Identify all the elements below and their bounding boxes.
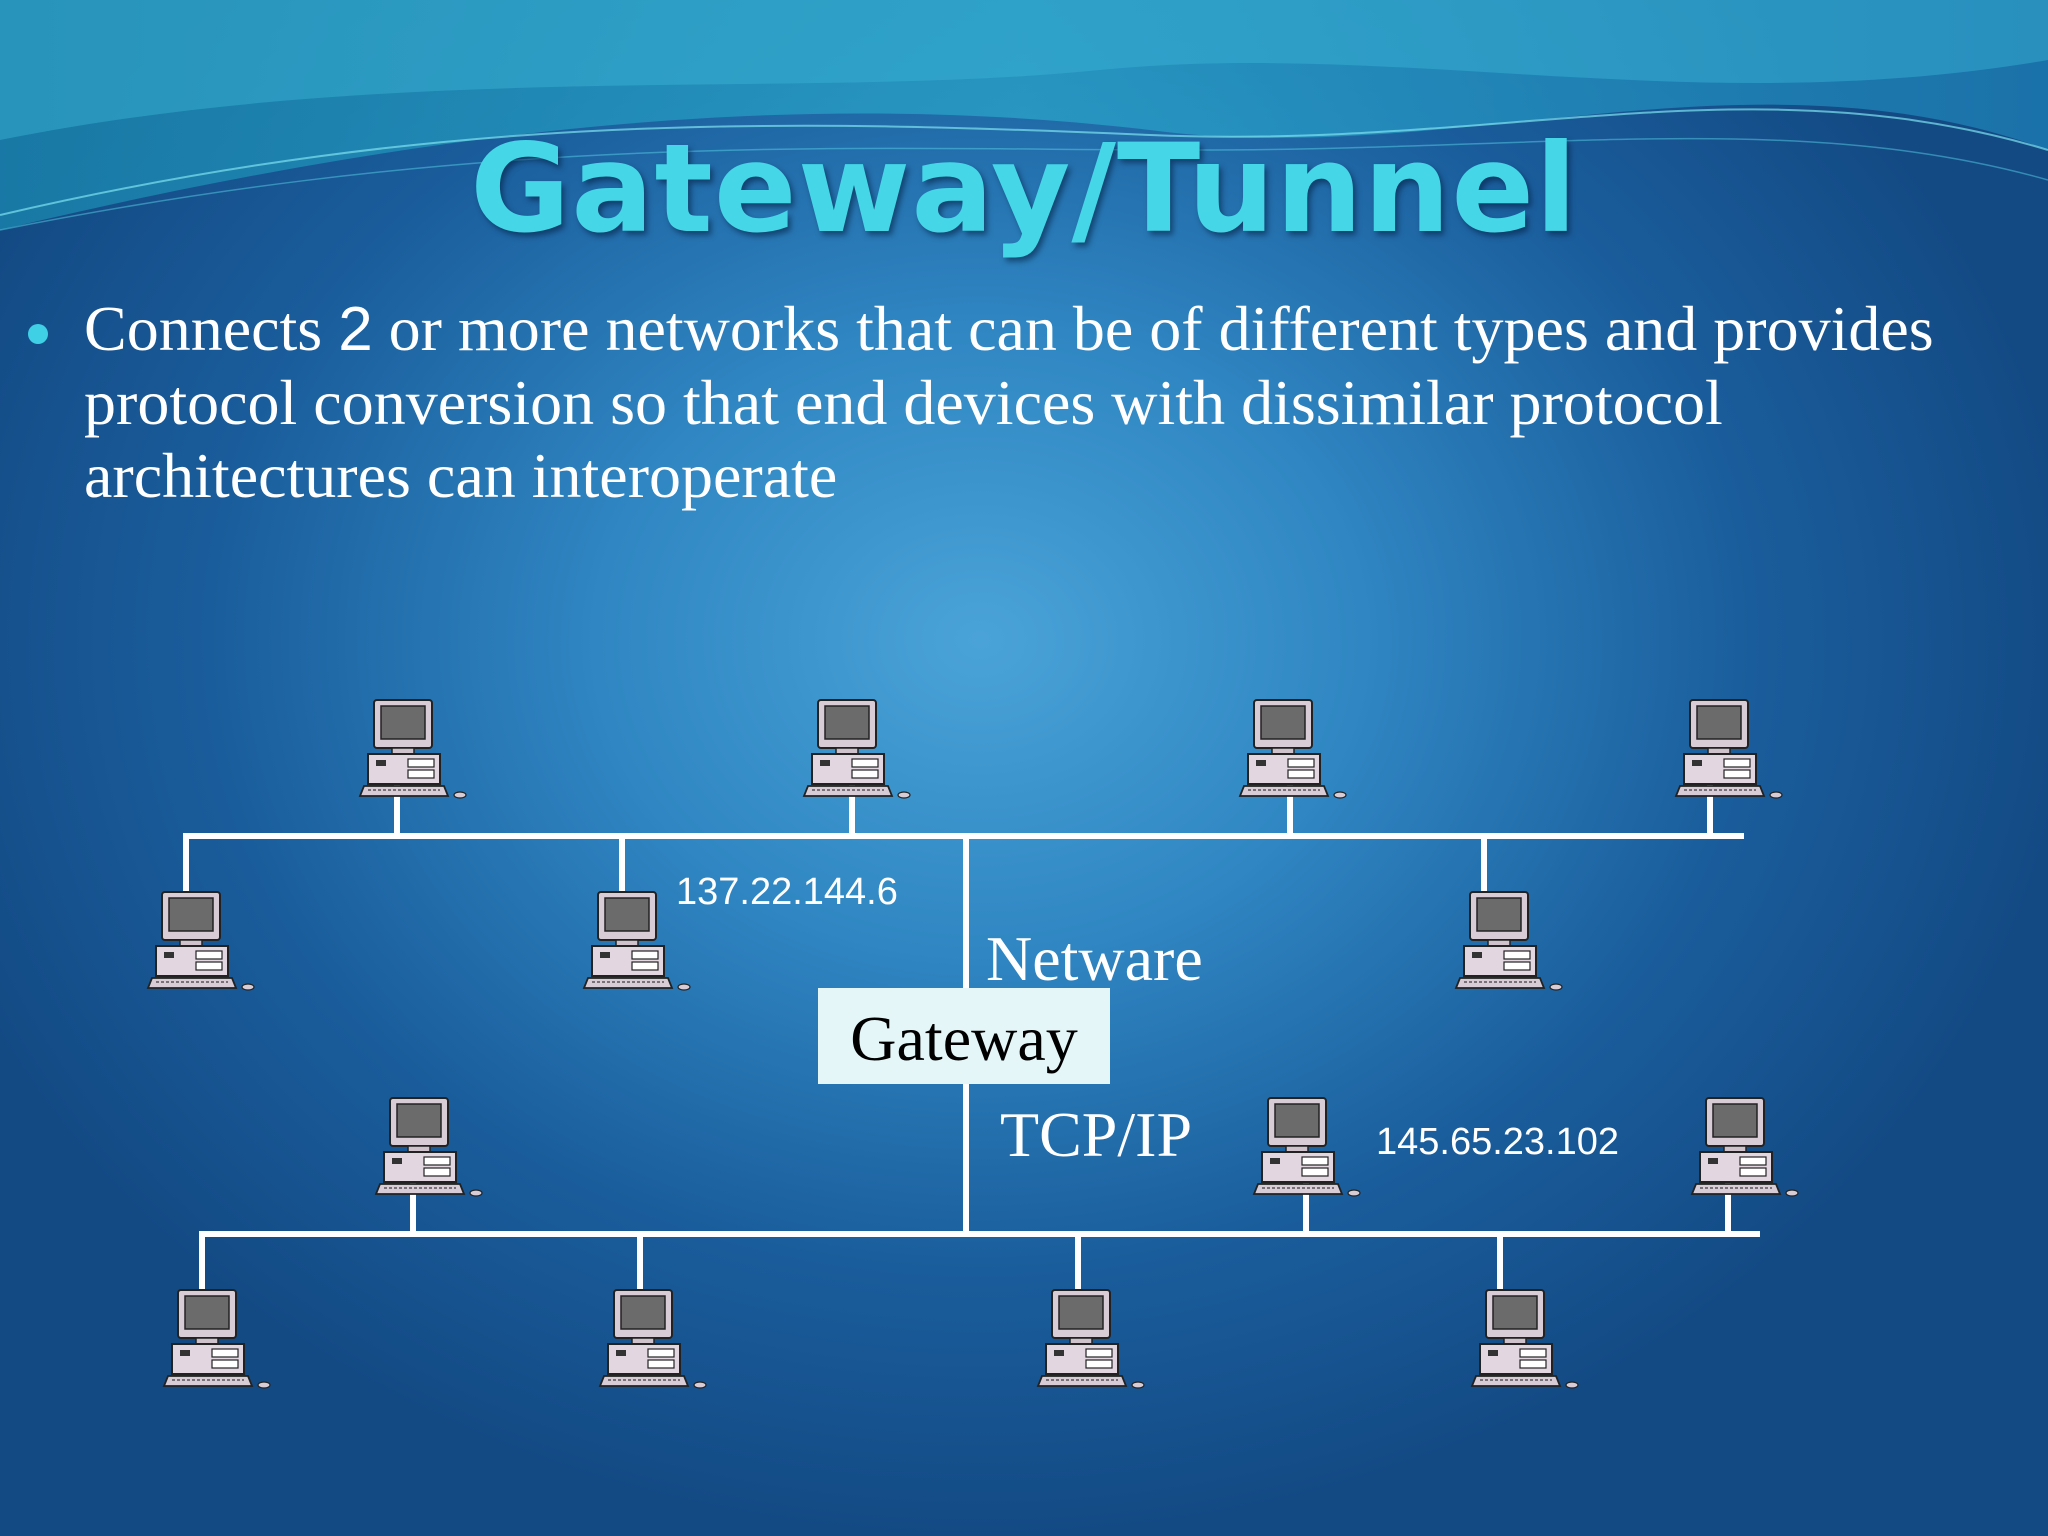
- desktop-computer-icon: [147, 891, 255, 991]
- netware-label: Netware: [986, 923, 1203, 994]
- desktop-computer-icon: [803, 699, 911, 799]
- desktop-computer-icon: [1253, 1097, 1361, 1197]
- netware-ip-label: 137.22.144.6: [676, 871, 898, 913]
- gateway-box: [818, 988, 1110, 1084]
- desktop-computer-icon: [583, 891, 691, 991]
- desktop-computer-icon: [1675, 699, 1783, 799]
- bullet-item: Connects 2 or more networks that can be …: [28, 292, 2018, 512]
- bullet-prefix: Connects: [84, 293, 339, 364]
- tcpip-ip-label: 145.65.23.102: [1376, 1121, 1619, 1163]
- bullet-number: 2: [338, 295, 373, 364]
- desktop-computer-icon: [1691, 1097, 1799, 1197]
- desktop-computer-icon: [1471, 1289, 1579, 1389]
- bullet-suffix: or more networks that can be of differen…: [84, 293, 1934, 511]
- slide-title: Gateway/Tunnel: [470, 118, 1578, 260]
- desktop-computer-icon: [1037, 1289, 1145, 1389]
- header-wave-decoration: [0, 0, 2048, 231]
- gateway-label: Gateway: [850, 1003, 1077, 1074]
- desktop-computer-icon: [599, 1289, 707, 1389]
- desktop-computer-icon: [1455, 891, 1563, 991]
- desktop-computer-icon: [1239, 699, 1347, 799]
- desktop-computer-icon: [359, 699, 467, 799]
- bullet-text: Connects 2 or more networks that can be …: [84, 292, 2018, 512]
- desktop-computer-icon: [375, 1097, 483, 1197]
- bullet-dot-icon: [28, 324, 48, 344]
- desktop-computer-icon: [163, 1289, 271, 1389]
- tcpip-label: TCP/IP: [1000, 1099, 1192, 1170]
